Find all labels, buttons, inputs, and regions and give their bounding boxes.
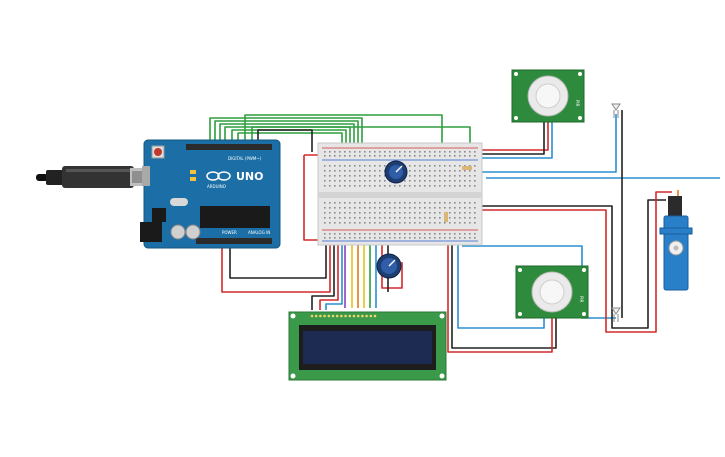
wire-blue <box>478 122 553 159</box>
wire-black <box>311 244 335 310</box>
wire-blue <box>457 224 545 329</box>
wire-red <box>465 122 549 151</box>
potentiometer-2 <box>376 253 402 279</box>
wire-black <box>257 129 313 152</box>
servo-motor <box>659 196 693 291</box>
power-label: POWER <box>222 230 237 235</box>
wire-black <box>229 238 327 279</box>
led-top <box>611 103 621 118</box>
wire-black <box>451 215 557 349</box>
potentiometer-1 <box>384 160 408 184</box>
lcd-screen <box>303 331 432 364</box>
wire-blue <box>325 244 343 310</box>
wire-green <box>244 114 443 160</box>
wire-red <box>319 240 339 310</box>
wire-red <box>447 220 553 353</box>
lcd-display <box>288 311 447 381</box>
wire-blue <box>462 114 617 173</box>
wire-black <box>372 199 666 329</box>
arduino-uno-board: UNO ARDUINO DIGITAL (PWM~) POWER ANALOG … <box>140 139 281 249</box>
wire-black <box>470 122 545 155</box>
arduino-logo-text: ARDUINO <box>207 184 226 189</box>
pir-sensor-bottom: PIR <box>515 265 589 319</box>
digital-label: DIGITAL (PWM~) <box>228 156 262 161</box>
lcd-pin-header <box>310 314 377 318</box>
wire-green <box>209 117 363 165</box>
arduino-brand: UNO <box>236 170 264 183</box>
breadboard-holes <box>324 151 476 239</box>
resistor-2 <box>444 212 448 222</box>
pir-bottom-label: PIR <box>579 296 584 303</box>
pir-top-label: PIR <box>575 100 580 107</box>
analog-label: ANALOG IN <box>248 230 270 235</box>
breadboard <box>317 142 483 246</box>
wire-red <box>462 191 672 333</box>
led-bottom <box>611 307 621 322</box>
pir-sensor-top: PIR <box>511 69 585 123</box>
usb-cable <box>36 166 144 188</box>
wire-red <box>221 242 331 293</box>
resistor-1 <box>462 166 472 170</box>
